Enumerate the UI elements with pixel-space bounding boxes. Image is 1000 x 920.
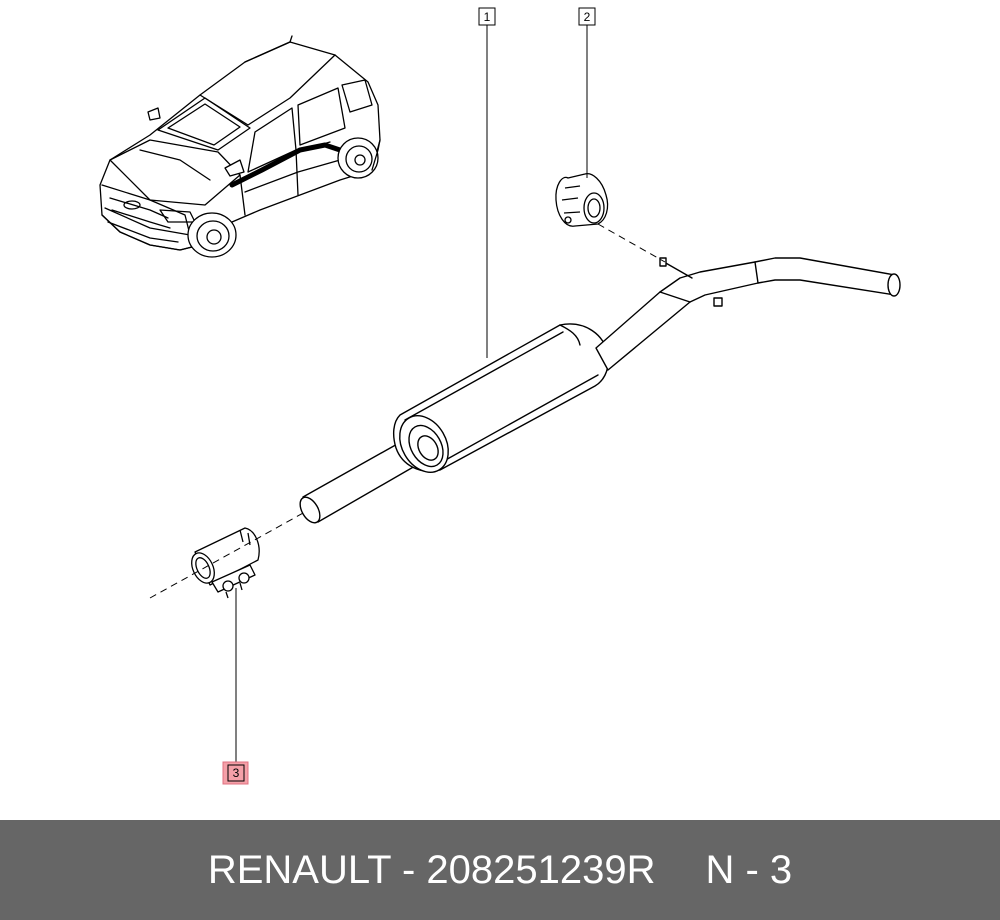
clamp-alignment-line <box>149 511 306 599</box>
reference-label: N - 3 <box>705 847 793 892</box>
callout-1[interactable]: 1 <box>478 7 496 26</box>
exhaust-pipe-muffler <box>299 257 901 524</box>
exhaust-diagram: 1 2 3 <box>99 7 901 785</box>
part-number-label: RENAULT - 208251239R <box>207 847 656 892</box>
callout-2[interactable]: 2 <box>578 7 596 26</box>
part-footer-bar: RENAULT - 208251239R N - 3 <box>0 820 1000 920</box>
callout-leaders <box>235 25 588 763</box>
callout-3[interactable]: 3 <box>222 761 249 785</box>
rubber-hanger <box>555 173 609 227</box>
callout-1-label: 1 <box>484 10 491 24</box>
callout-3-label: 3 <box>233 766 240 780</box>
callout-2-label: 2 <box>584 10 591 24</box>
car-illustration <box>99 35 381 258</box>
hanger-alignment-line <box>597 223 666 263</box>
exhaust-clamp <box>191 527 260 599</box>
